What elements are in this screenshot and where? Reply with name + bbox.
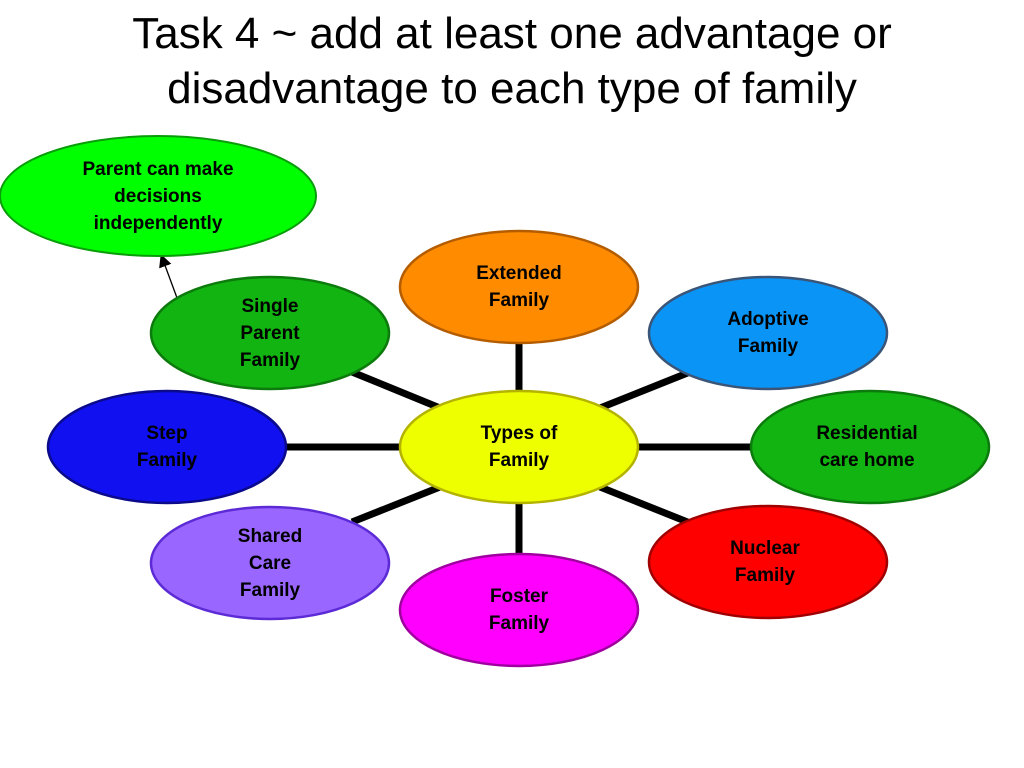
single-parent-family-label: Single Parent Family: [239, 295, 301, 371]
foster-family-ellipse: [398, 552, 640, 668]
connector-spokes: [284, 335, 755, 557]
connector-nuclear: [598, 483, 692, 527]
residential-care-home-ellipse: [749, 389, 991, 505]
nuclear-family-ellipse: [647, 504, 889, 620]
extended-family-ellipse: [398, 229, 640, 345]
adoptive-family-ellipse: [647, 275, 889, 391]
slide-title: Task 4 ~ add at least one advantage or d…: [0, 6, 1024, 116]
nuclear-family-label: Nuclear Family: [730, 538, 800, 586]
foster-family-label: Foster Family: [488, 586, 550, 634]
adoptive-family-label: Adoptive Family: [727, 309, 809, 357]
shared-care-family-label: Shared Care Family: [237, 525, 303, 601]
extended-family-label: Extended Family: [476, 263, 562, 311]
center-ellipse: [398, 389, 640, 505]
note-label: Parent can make decisions independently: [82, 158, 234, 234]
connector-adoptive: [598, 368, 692, 412]
step-family-label: Step Family: [136, 423, 198, 471]
residential-care-home-label: Residential care home: [816, 423, 918, 471]
title-line-1: Task 4 ~ add at least one advantage or: [132, 9, 892, 58]
title-line-2: disadvantage to each type of family: [167, 64, 857, 113]
note-ellipse: [0, 135, 317, 257]
step-family-ellipse: [46, 389, 288, 505]
shared-care-family-ellipse: [149, 505, 391, 621]
center-label: Types of Family: [480, 423, 558, 471]
single-parent-family-ellipse: [149, 275, 391, 391]
connector-shared: [350, 483, 442, 526]
connector-single: [350, 368, 442, 412]
